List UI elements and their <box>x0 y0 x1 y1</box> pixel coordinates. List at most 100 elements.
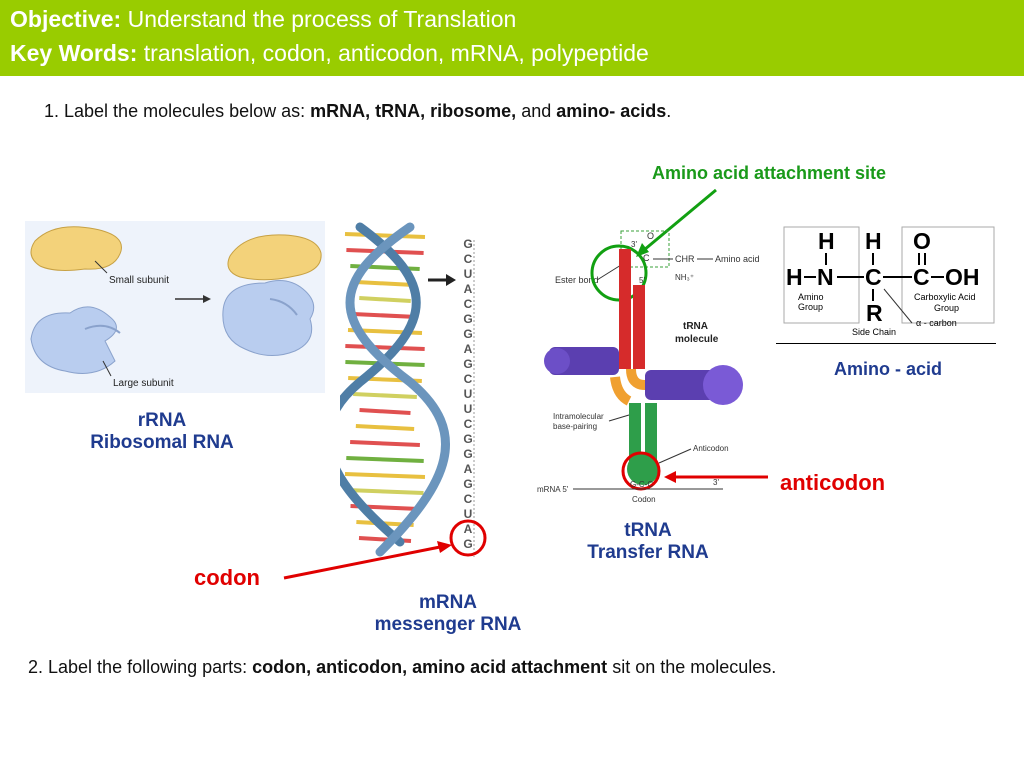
assembly-arrow-head <box>203 295 211 303</box>
anticodon-label: anticodon <box>780 470 886 495</box>
attachment-arrow-line <box>643 188 717 252</box>
d-loop <box>544 348 570 374</box>
helix-rung <box>353 392 417 399</box>
aa-carboxylic-1: Carboxylic Acid <box>914 292 976 302</box>
codon-label: codon <box>194 565 260 590</box>
helix-rung <box>356 280 414 287</box>
trna-caption: tRNA Transfer RNA <box>548 520 748 564</box>
anticodon-stem-right <box>645 403 657 465</box>
objective-label: Objective: <box>10 6 122 32</box>
large-subunit-pointer <box>102 360 112 377</box>
codon-arrow-line <box>283 545 441 580</box>
intramolecular-leader <box>608 414 630 422</box>
aa-h-top-left: H <box>818 228 835 254</box>
mrna-caption-line-2: messenger RNA <box>374 614 522 635</box>
ester-bond-label: Ester bond <box>555 275 599 285</box>
question-1: 1. Label the molecules below as: mRNA, t… <box>44 101 671 122</box>
trna-3prime-label: 3' <box>631 240 637 249</box>
t-loop <box>703 365 743 405</box>
helix-rung <box>359 408 411 415</box>
amino-group-box <box>783 226 860 324</box>
amino-acid-underline <box>776 343 996 344</box>
trna-caption-line-2: Transfer RNA <box>587 542 709 563</box>
large-subunit-left-fold <box>84 324 121 334</box>
aa-side-chain: Side Chain <box>852 327 896 337</box>
trna-chr-label: CHR <box>675 254 695 264</box>
helix-rung <box>352 312 418 319</box>
trna-c-label: C <box>643 253 650 263</box>
variable-region <box>610 376 632 406</box>
trna-5prime-label: 5' <box>639 276 645 285</box>
aa-n: N <box>817 264 834 290</box>
mrna-caption: mRNA messenger RNA <box>348 592 548 636</box>
large-subunit-right-fold <box>269 298 298 316</box>
mrna-base: G <box>463 357 472 371</box>
mrna-base: C <box>464 297 473 311</box>
question-1-last-term: amino- acids <box>556 101 667 121</box>
aa-alpha-leader <box>883 288 913 324</box>
mrna-base: G <box>463 447 472 461</box>
mrna-base: A <box>464 342 473 356</box>
trna-codon-small-label: Codon <box>632 495 656 504</box>
question-2-suffix: sit on the molecules. <box>607 657 777 677</box>
trna-mrna-small-label: mRNA 5' <box>537 485 569 494</box>
mrna-base: C <box>464 492 473 506</box>
mrna-base: G <box>463 537 472 551</box>
small-subunit-pointer <box>94 260 108 274</box>
trna-codon-bases: G-C-C <box>630 480 653 489</box>
small-subunit-right-shape <box>227 234 322 281</box>
question-2-prefix: 2. Label the following parts: <box>28 657 253 677</box>
aa-r: R <box>866 300 883 326</box>
aa-h-left: H <box>786 264 803 290</box>
codon-arrow-head <box>437 541 452 553</box>
helix-rung <box>346 456 424 463</box>
anticodon-small-leader <box>658 448 692 464</box>
aa-amino-group-1: Amino <box>798 292 824 302</box>
anticodon-arrow-head <box>664 471 676 483</box>
mrna-base: G <box>463 327 472 341</box>
large-subunit-right-shape <box>222 280 315 356</box>
aa-c-center: C <box>865 264 882 290</box>
amino-acid-caption: Amino - acid <box>833 359 942 379</box>
mrna-base: U <box>464 387 473 401</box>
aa-c-right: C <box>913 264 930 290</box>
aa-oh: OH <box>945 264 980 290</box>
helix-rung <box>359 296 411 303</box>
trna-nh3-label: NH₃⁺ <box>675 273 694 282</box>
question-1-prefix: 1. Label the molecules below as: <box>44 101 311 121</box>
question-1-end: . <box>666 101 672 121</box>
anticodon-small-label: Anticodon <box>693 444 729 453</box>
codon-circle <box>449 519 487 557</box>
mrna-base: U <box>464 267 473 281</box>
keywords-label: Key Words: <box>10 40 138 66</box>
question-1-and: and <box>516 101 557 121</box>
helix-strand-b <box>345 222 450 557</box>
amino-acid-diagram: H H O H N C C OH R Amino Group Carboxyli… <box>783 226 995 337</box>
question-2: 2. Label the following parts: codon, ant… <box>28 657 776 678</box>
intramolecular-label-2: base-pairing <box>553 422 597 431</box>
helix-rung <box>350 440 420 447</box>
small-subunit-label: Small subunit <box>109 275 169 286</box>
aa-alpha-carbon: α - carbon <box>916 318 957 328</box>
keywords-text: translation, codon, anticodon, mRNA, pol… <box>137 40 649 66</box>
mrna-base: C <box>464 252 473 266</box>
objective-text: Understand the process of Translation <box>121 6 517 32</box>
helix-rung <box>345 344 425 351</box>
helix-rung <box>346 488 424 495</box>
question-2-terms: codon, anticodon, amino acid attachment <box>252 657 608 677</box>
helix-strand-a <box>340 222 421 547</box>
large-subunit-label: Large subunit <box>113 378 174 389</box>
trna-amino-acid-label: Amino acid <box>715 254 760 264</box>
helix-rung <box>355 424 415 431</box>
hinge-region <box>626 368 646 390</box>
ribosome-diagram: Small subunit Large subunit <box>25 221 325 393</box>
mrna-base: G <box>463 312 472 326</box>
mrna-base: G <box>463 477 472 491</box>
trna-caption-line-1: tRNA <box>624 520 672 541</box>
mrna-base: A <box>464 522 473 536</box>
mrna-base: G <box>463 432 472 446</box>
mrna-base: G <box>463 237 472 251</box>
intramolecular-label-1: Intramolecular <box>553 412 604 421</box>
objective-line: Objective: Understand the process of Tra… <box>10 6 516 33</box>
